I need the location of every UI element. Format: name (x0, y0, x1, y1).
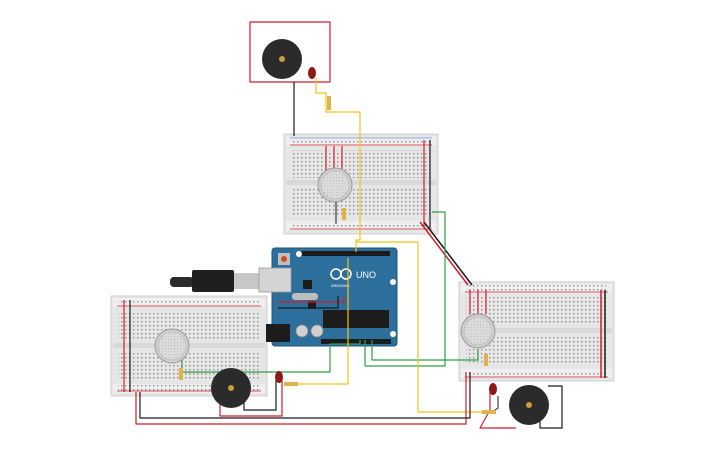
right-led-resistor (482, 410, 496, 414)
right-buzzer[interactable] (509, 385, 549, 425)
top-sensor[interactable] (317, 146, 353, 224)
left-led[interactable] (275, 371, 298, 386)
board-brand-label: ARDUINO (331, 283, 349, 288)
right-sensor[interactable] (460, 290, 496, 366)
top-breadboard[interactable] (283, 133, 439, 235)
top-led-resistor (327, 96, 331, 110)
right-led[interactable] (482, 383, 497, 414)
usb-plug (170, 277, 194, 287)
left-sensor[interactable] (154, 328, 190, 380)
left-breadboard[interactable] (110, 295, 268, 397)
top-buzzer-red-loop[interactable] (249, 21, 331, 83)
top-led-yellow-wire[interactable] (315, 78, 361, 252)
board-model-label: UNO (356, 270, 376, 280)
right-led-yellow-wire[interactable] (356, 241, 484, 413)
arduino-red-power-wire[interactable] (278, 296, 345, 303)
bottom-red-wire[interactable] (135, 372, 467, 425)
top-to-right-red-wire[interactable] (419, 221, 469, 286)
left-sensor-resistor (179, 368, 183, 380)
green-wire-right[interactable] (371, 340, 479, 361)
arduino-logo-icon (330, 268, 352, 280)
arduino-black-ground-wire[interactable] (278, 296, 339, 309)
top-sensor-resistor (342, 208, 346, 220)
right-sensor-resistor (484, 354, 488, 366)
left-led-resistor (284, 382, 298, 386)
top-to-right-black-wire[interactable] (423, 221, 473, 286)
usb-cable-head (192, 270, 234, 292)
bottom-black-wire[interactable] (139, 372, 471, 419)
top-led[interactable] (308, 67, 331, 110)
green-wire-top[interactable] (364, 211, 446, 367)
left-buzzer[interactable] (211, 368, 251, 408)
top-buzzer[interactable] (262, 39, 302, 79)
usb-connector (234, 273, 260, 289)
right-buzzer-red-loop[interactable] (479, 392, 516, 429)
arduino-uno-board[interactable]: UNO ARDUINO (170, 247, 398, 347)
left-led-yellow-wire[interactable] (296, 258, 349, 385)
